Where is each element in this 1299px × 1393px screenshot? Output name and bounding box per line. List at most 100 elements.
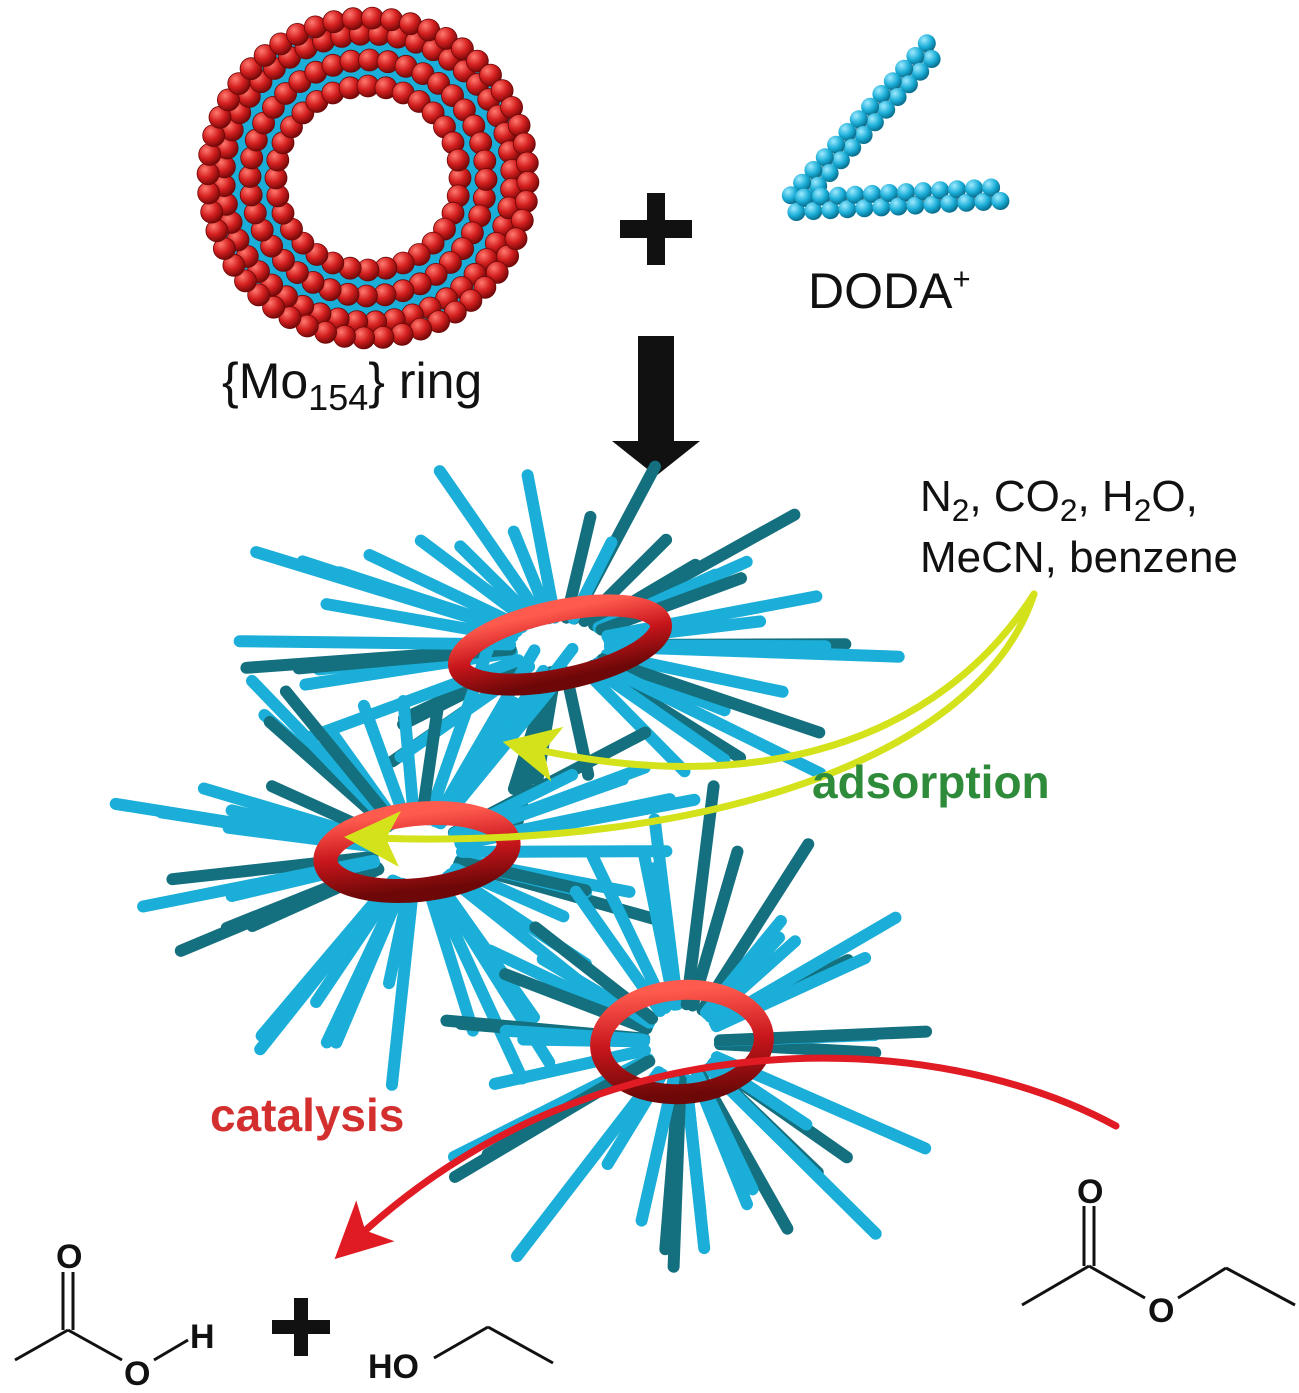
doda-atom [855,199,874,218]
doda-atom [831,151,850,170]
mo154-atom [216,88,240,112]
doda-rod [584,845,672,1014]
doda-rod [648,813,684,1011]
adsorbate-list-line-2: MeCN, benzene [920,533,1238,582]
adsorbate-list-line-1: N2, CO2, H2O, [920,472,1198,529]
mo154-ring [196,6,540,350]
acetic-acid-structure [14,1272,189,1362]
doda-rod [414,534,537,629]
doda-atom [883,72,902,91]
doda-rod [433,465,549,626]
doda-rod [333,566,524,637]
doda-atom [865,113,884,132]
mo154-atom [446,148,470,172]
ethyl-acetate-o-double: O [1077,1173,1103,1211]
doda-atom [787,203,806,221]
doda-rod [585,660,731,766]
doda-rod [714,1025,933,1047]
doda-rod [363,549,529,634]
doda-rod [385,879,420,1091]
doda-atom [922,50,941,68]
mo154-atom [512,132,536,156]
mo154-atom [247,283,271,307]
acetic-acid-o-single: O [124,1355,150,1393]
doda-rod [488,1044,651,1090]
mo154-atom [278,306,302,330]
mo154-atom [322,10,346,34]
doda-atom [815,148,834,167]
adsorption-label: adsorption [812,756,1050,808]
doda-atom [804,161,823,179]
doda-atom [931,181,950,200]
mo154-ring-label: {Mo154} ring [222,352,482,418]
catalysis-label: catalysis [210,1089,405,1141]
doda-atom [940,194,959,213]
doda-rod [421,878,479,1037]
doda-rod [686,845,744,1012]
doda-rod [521,469,561,624]
doda-atom [917,34,936,53]
doda-atom [795,188,814,207]
doda-atom [897,183,916,202]
doda-atom [793,173,812,192]
doda-rod [499,1024,651,1046]
doda-atom [906,196,925,215]
mo154-atom [459,289,483,312]
doda-rod [595,572,747,636]
doda-atom [829,186,848,205]
doda-atom [923,195,942,214]
mo154-atom [360,6,384,30]
mo154-atom [473,275,497,299]
doda-chain [781,34,1010,221]
down-arrow [612,336,700,476]
doda-atom [820,164,839,182]
doda-atom [812,187,831,206]
doda-atom [846,185,865,204]
mo154-atom [198,143,222,166]
plus-sign-bottom [272,1298,330,1356]
doda-atom [877,100,896,119]
mo154-atom [352,326,376,350]
mo154-atom [479,63,502,87]
mo154-atom [197,181,221,205]
doda-rod [422,616,504,826]
doda-atom [854,126,873,144]
plus-sign-top [620,193,692,265]
doda-rod [279,685,400,830]
doda-rod [511,1066,665,1263]
ethanol-structure [433,1325,554,1365]
doda-rod [415,697,445,825]
doda-atom [872,85,891,103]
doda-atom [861,97,880,116]
acetic-acid-h: H [190,1318,215,1356]
mo154-ring-top [448,594,672,696]
doda-atom [911,62,930,81]
doda-atom [838,200,857,219]
mo154-atom [371,325,395,349]
doda-rod [680,780,720,1011]
doda-atom [880,184,899,202]
doda-rod [703,1062,882,1240]
doda-atom [838,123,857,141]
mo154-atom [380,8,403,32]
mo154-atom [239,57,263,81]
mo154-atom [474,168,498,191]
mo154-ring-atoms [196,6,540,350]
doda-atom [821,201,840,220]
doda-atom [895,59,914,78]
doda-atom [804,202,823,221]
mo154-atom [253,44,277,67]
mo154-atom [262,295,286,319]
doda-atom [957,193,976,212]
mo154-atom [504,227,528,251]
doda-rod [577,663,691,778]
mo154-atom [450,37,474,61]
doda-rod [357,699,412,826]
adsorption-arrows [344,590,1038,867]
doda-rod [601,590,823,642]
doda-atom [982,178,1001,197]
ethyl-acetate-o-single: O [1148,1292,1174,1330]
mo154-atom [465,49,489,73]
doda-rod [667,1074,687,1273]
